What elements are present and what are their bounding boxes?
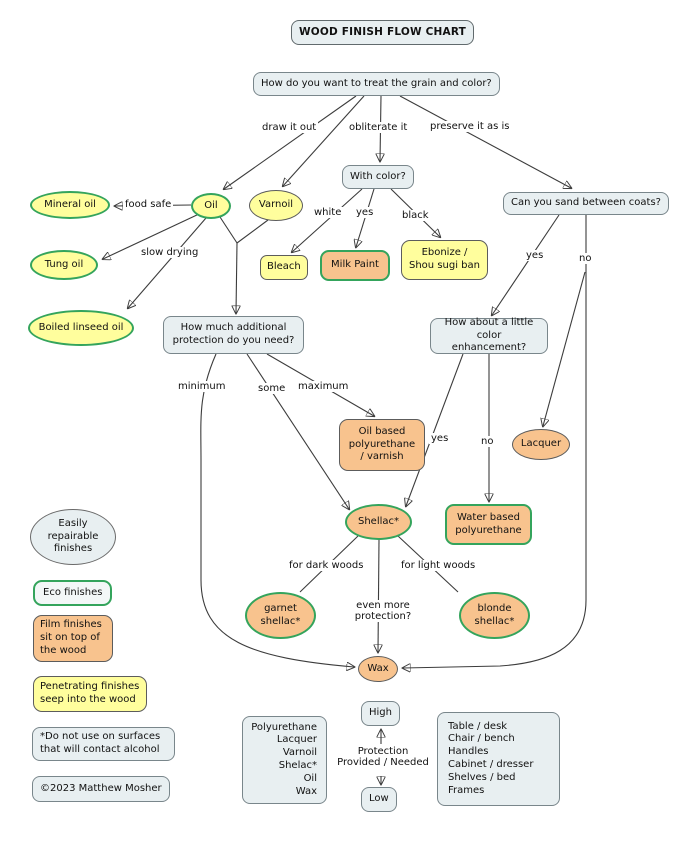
node-water-based-polyurethane: Water based polyurethane (445, 504, 532, 545)
edge-main-to-varnoil (283, 95, 365, 186)
edge-label-preserve-it-as-is: preserve it as is (428, 121, 512, 132)
edge-label-maximum: maximum (296, 381, 351, 392)
edge-label-yes-color: yes (354, 207, 376, 218)
node-lacquer: Lacquer (512, 429, 570, 460)
node-tung-oil: Tung oil (30, 250, 98, 280)
legend-film-finishes: Film finishes sit on top of the wood (33, 615, 113, 662)
legend-eco-finishes: Eco finishes (33, 580, 113, 606)
node-low: Low (361, 787, 397, 812)
edge-label-even-more-protection: even more protection? (341, 600, 425, 622)
edge-protection-min-to-wax (200, 353, 354, 667)
legend-alcohol-note: *Do not use on surfaces that will contac… (32, 727, 175, 761)
edge-label-yes-enhance: yes (429, 433, 451, 444)
node-shellac: Shellac* (345, 504, 412, 540)
edge-main-to-oil (224, 95, 357, 189)
edge-label-minimum: minimum (176, 381, 228, 392)
edge-no-to-lacquer (543, 271, 586, 426)
node-blonde-shellac: blonde shellac* (459, 592, 530, 639)
edge-label-some: some (256, 383, 288, 394)
edge-label-for-dark-woods: for dark woods (287, 560, 366, 571)
edge-label-protection-scale: Protection Provided / Needed (331, 746, 435, 768)
edge-label-no-enhance: no (479, 436, 496, 447)
legend-furniture-examples: Table / desk Chair / bench Handles Cabin… (437, 712, 560, 806)
node-boiled-linseed-oil: Boiled linseed oil (28, 310, 134, 346)
edge-label-white: white (312, 207, 344, 218)
edge-shellac-to-wax (378, 539, 379, 652)
edge-protection-some-to-shellac (246, 353, 349, 509)
node-high: High (361, 701, 400, 726)
edge-label-yes-sand: yes (524, 250, 546, 261)
edge-label-slow-drying: slow drying (139, 247, 201, 258)
node-garnet-shellac: garnet shellac* (245, 592, 316, 639)
chart-title: WOOD FINISH FLOW CHART (291, 20, 475, 45)
legend-finishes-ranked: Polyurethane Lacquer Varnoil Shelac* Oil… (242, 716, 327, 804)
edge-label-no-sand: no (577, 253, 594, 264)
node-mineral-oil: Mineral oil (30, 191, 110, 219)
node-wax: Wax (358, 656, 398, 682)
node-protection-question: How much additional protection do you ne… (163, 316, 304, 354)
edge-oil-to-tung (103, 213, 200, 259)
legend-copyright: ©2023 Matthew Mosher (32, 776, 170, 802)
node-main-question: How do you want to treat the grain and c… (253, 72, 500, 96)
edge-label-black: black (400, 210, 431, 221)
node-bleach: Bleach (260, 255, 308, 280)
node-ebonize-shou-sugi-ban: Ebonize / Shou sugi ban (401, 240, 488, 280)
legend-easily-repairable: Easily repairable finishes (30, 509, 116, 565)
edge-withcolor-to-bleach (292, 188, 363, 252)
node-sand-between-coats: Can you sand between coats? (503, 192, 669, 215)
node-milk-paint: Milk Paint (320, 250, 390, 281)
node-varnoil: Varnoil (249, 190, 303, 221)
edge-withcolor-to-milkpaint (356, 188, 375, 247)
edge-label-obliterate-it: obliterate it (347, 122, 410, 133)
edge-oil-merge (219, 216, 238, 244)
edge-label-for-light-woods: for light woods (399, 560, 478, 571)
edge-sand-no-to-wax (403, 215, 587, 668)
node-with-color: With color? (342, 165, 414, 189)
node-color-enhancement-question: How about a little color enhancement? (430, 317, 548, 354)
edge-label-draw-it-out: draw it out (260, 122, 319, 133)
edge-main-to-sand (399, 95, 571, 188)
edge-enhance-yes-to-shellac (406, 353, 464, 506)
edge-label-food-safe: food safe (123, 199, 174, 210)
node-oil: Oil (191, 193, 231, 219)
edge-merge-to-protection (236, 242, 237, 313)
legend-penetrating-finishes: Penetrating finishes seep into the wood (33, 676, 147, 712)
node-oil-based-polyurethane: Oil based polyurethane / varnish (339, 419, 425, 471)
edge-sand-yes-to-enhance (492, 214, 560, 315)
edge-oil-to-boiled (128, 217, 207, 308)
edge-varnoil-merge (236, 219, 269, 244)
